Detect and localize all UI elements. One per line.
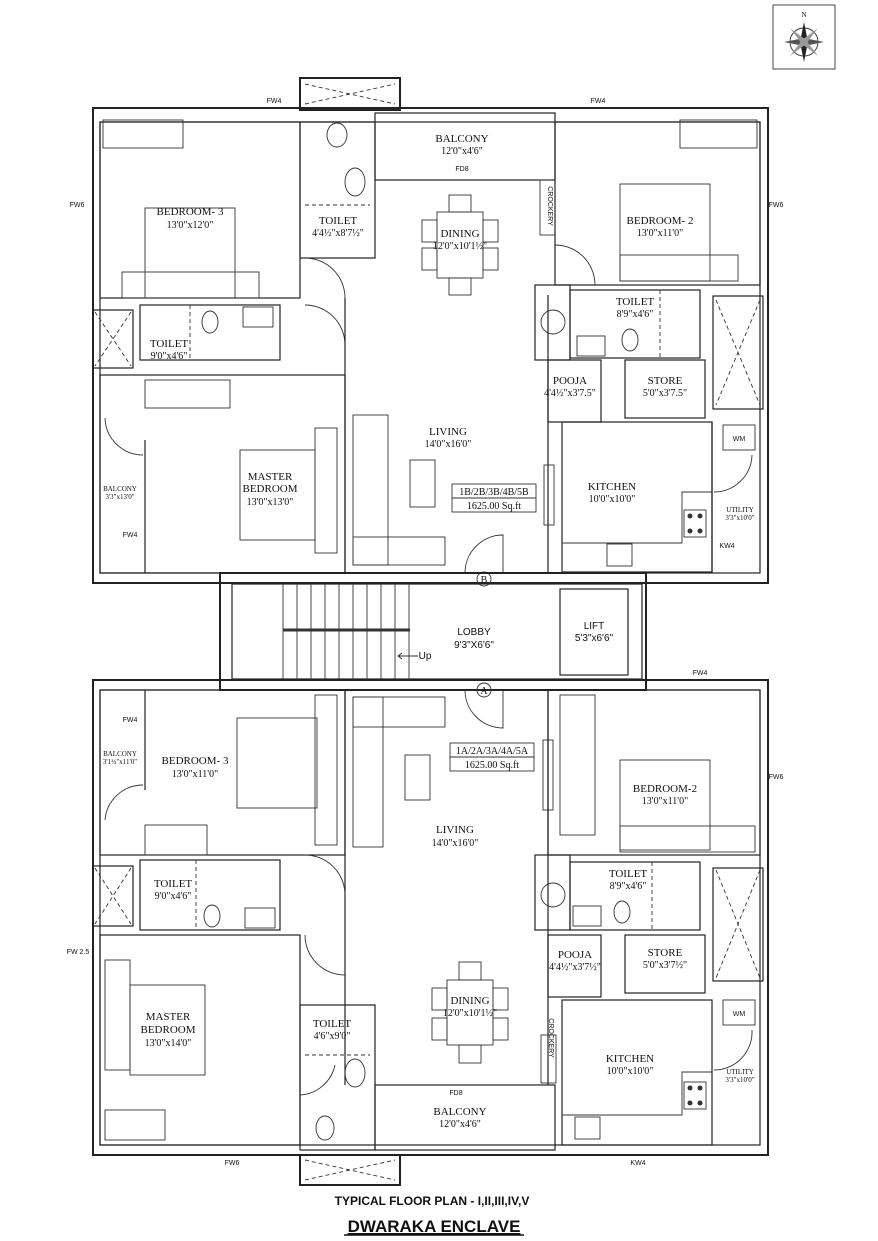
room-size: 10'0"x10'0"	[589, 494, 636, 505]
upper-unit	[92, 77, 769, 584]
crockery-label: CROCKERY	[547, 1018, 554, 1058]
lower-unit-labels: A 1A/2A/3A/4A/5A 1625.00 Sq.ft BEDROOM- …	[67, 670, 784, 1167]
room-label: BEDROOM- 2	[627, 215, 694, 227]
room-label: TOILET	[319, 215, 358, 227]
room-size: 12'0"x10'1½"	[433, 241, 487, 252]
room-label: STORE	[648, 375, 683, 387]
room-label: TOILET	[609, 868, 648, 880]
unit-numbers: 1A/2A/3A/4A/5A	[456, 746, 529, 757]
project-title: DWARAKA ENCLAVE	[348, 1217, 521, 1236]
washing-machine-label: WM	[733, 1011, 746, 1018]
room-size: 4'6"x9'0"	[314, 1031, 351, 1042]
window-tag: FW4	[123, 532, 138, 539]
room-label: BEDROOM-2	[633, 783, 697, 795]
room-label: LIVING	[436, 824, 474, 836]
room-size: 8'9"x4'6"	[617, 309, 654, 320]
room-size: 9'3"X6'6"	[454, 640, 494, 651]
room-size: 13'0"x11'0"	[642, 796, 688, 807]
lift-size: 5'3"x6'6"	[575, 633, 614, 644]
window-tag: FW6	[70, 202, 85, 209]
room-label: BALCONY	[103, 485, 137, 493]
room-label: POOJA	[558, 949, 592, 961]
window-tag: FW6	[769, 774, 784, 781]
room-size: 3'1½"x11'0"	[103, 758, 137, 766]
door-tag: FD8	[449, 1090, 462, 1097]
window-tag: FW 2.5	[67, 949, 90, 956]
unit-area: 1625.00 Sq.ft	[467, 501, 521, 512]
unit-numbers: 1B/2B/3B/4B/5B	[459, 487, 529, 498]
door-tag: FD8	[455, 166, 468, 173]
room-label: UTILITY	[726, 1068, 754, 1076]
room-size: 8'9"x4'6"	[610, 881, 647, 892]
window-tag: FW4	[123, 717, 138, 724]
room-size: 9'0"x4'6"	[151, 351, 188, 362]
room-label: BEDROOM- 3	[157, 206, 224, 218]
window-tag: FW6	[769, 202, 784, 209]
north-label: N	[801, 11, 806, 19]
room-size: 12'0"x4'6"	[439, 1119, 481, 1130]
room-size: 5'0"x3'7½"	[643, 960, 687, 971]
room-size: 10'0"x10'0"	[607, 1066, 654, 1077]
room-size: 13'0"x12'0"	[167, 220, 214, 231]
window-tag: KW4	[630, 1160, 645, 1167]
window-tag: FW4	[591, 98, 606, 105]
room-label: TOILET	[313, 1018, 352, 1030]
room-size: 3'3"x10'0"	[725, 514, 754, 522]
compass-icon: N	[772, 4, 836, 70]
room-size: 5'0"x3'7.5"	[643, 388, 687, 399]
room-label: BALCONY	[433, 1106, 486, 1118]
room-size: 4'4½"x3'7½"	[549, 962, 601, 973]
room-size: 13'0"x11'0"	[637, 228, 683, 239]
room-size: 14'0"x16'0"	[432, 838, 479, 849]
room-label: LOBBY	[457, 627, 491, 638]
room-label: KITCHEN	[588, 481, 636, 493]
room-label: DINING	[450, 995, 489, 1007]
lobby: Up LOBBY 9'3"X6'6" LIFT 5'3"x6'6"	[219, 572, 647, 691]
crockery-label: CROCKERY	[546, 186, 553, 226]
stairs-up-label: Up	[419, 651, 432, 662]
lift-label: LIFT	[584, 621, 605, 632]
room-label: BALCONY	[435, 133, 488, 145]
room-size: 13'0"x11'0"	[172, 769, 218, 780]
room-label: UTILITY	[726, 506, 754, 514]
room-size: 13'0"x14'0"	[145, 1038, 192, 1049]
window-tag: FW4	[267, 98, 282, 105]
room-label: STORE	[648, 947, 683, 959]
entrance-a-marker: A	[480, 686, 488, 697]
room-label: BEDROOM	[242, 483, 297, 495]
room-label: LIVING	[429, 426, 467, 438]
unit-area: 1625.00 Sq.ft	[465, 760, 519, 771]
room-label: MASTER	[146, 1011, 191, 1023]
room-label: BEDROOM	[140, 1024, 195, 1036]
room-label: MASTER	[248, 471, 293, 483]
room-label: TOILET	[150, 338, 189, 350]
washing-machine-label: WM	[733, 436, 746, 443]
room-label: DINING	[440, 228, 479, 240]
room-label: BALCONY	[103, 750, 137, 758]
room-size: 12'0"x10'1½"	[443, 1008, 497, 1019]
plan-subtitle: TYPICAL FLOOR PLAN - I,II,III,IV,V	[335, 1194, 530, 1208]
entrance-b-marker: B	[481, 575, 488, 586]
room-size: 9'0"x4'6"	[155, 891, 192, 902]
room-label: TOILET	[154, 878, 193, 890]
room-size: 3'3"x13'0"	[105, 493, 134, 501]
room-label: KITCHEN	[606, 1053, 654, 1065]
room-size: 12'0"x4'6"	[441, 146, 483, 157]
window-tag: KW4	[719, 543, 734, 550]
window-tag: FW4	[693, 670, 708, 677]
room-size: 13'0"x13'0"	[247, 497, 294, 508]
room-label: POOJA	[553, 375, 587, 387]
room-size: 3'3"x10'0"	[725, 1076, 754, 1084]
room-size: 14'0"x16'0"	[425, 439, 472, 450]
window-tag: FW6	[225, 1160, 240, 1167]
upper-unit-labels: BEDROOM- 3 13'0"x12'0" TOILET 4'4½"x8'7½…	[70, 98, 784, 587]
lower-unit	[92, 679, 769, 1186]
room-size: 4'4½"x3'7.5"	[544, 388, 596, 399]
room-label: BEDROOM- 3	[162, 755, 229, 767]
room-label: TOILET	[616, 296, 655, 308]
room-size: 4'4½"x8'7½"	[312, 228, 364, 239]
